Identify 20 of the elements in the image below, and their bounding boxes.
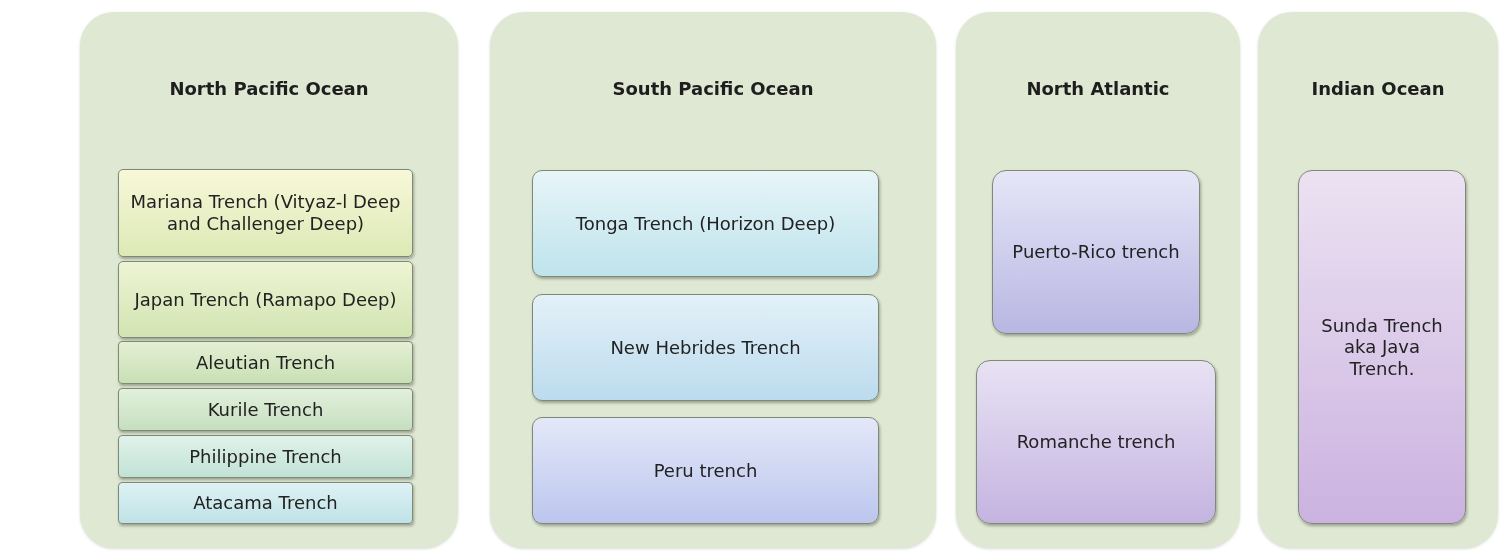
trench-box: New Hebrides Trench	[532, 294, 879, 401]
ocean-panel	[1258, 12, 1498, 548]
trench-box: Aleutian Trench	[118, 341, 413, 384]
trench-box: Atacama Trench	[118, 482, 413, 524]
ocean-panel	[956, 12, 1240, 548]
trench-box: Tonga Trench (Horizon Deep)	[532, 170, 879, 277]
panel-heading: North Pacific Ocean	[168, 78, 370, 99]
panel-heading: North Atlantic	[1025, 78, 1171, 99]
ocean-panel	[80, 12, 458, 548]
trench-box: Peru trench	[532, 417, 879, 524]
panel-heading: South Pacific Ocean	[611, 78, 815, 99]
trench-box: Sunda Trench aka Java Trench.	[1298, 170, 1466, 524]
trench-box: Puerto-Rico trench	[992, 170, 1200, 334]
ocean-panel	[490, 12, 936, 548]
trench-box: Kurile Trench	[118, 388, 413, 431]
trench-box: Japan Trench (Ramapo Deep)	[118, 261, 413, 338]
trench-box: Mariana Trench (Vityaz-l Deep and Challenger Deep)	[118, 169, 413, 257]
trench-box: Philippine Trench	[118, 435, 413, 478]
trench-box: Romanche trench	[976, 360, 1216, 524]
panel-heading: Indian Ocean	[1310, 78, 1446, 99]
